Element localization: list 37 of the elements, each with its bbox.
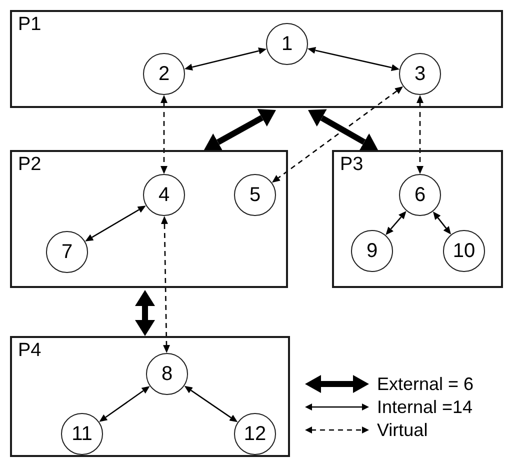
dashed-arrow	[160, 216, 170, 353]
box-label: P3	[340, 153, 364, 177]
arrow	[184, 47, 267, 71]
box-label: P1	[18, 13, 42, 37]
arrow	[99, 386, 150, 422]
node-number: 3	[414, 63, 426, 85]
node-number: 5	[249, 184, 261, 206]
node-number: 2	[158, 63, 170, 85]
node-number: 7	[61, 241, 73, 263]
thick-arrow	[135, 290, 155, 336]
partition-box	[10, 150, 288, 288]
node-number: 10	[452, 240, 476, 262]
partition-box	[10, 10, 503, 108]
legend-text: Internal =14	[377, 397, 473, 417]
dashed-arrow	[272, 86, 404, 183]
arrow	[432, 212, 452, 234]
arrow	[184, 386, 238, 422]
arrow	[386, 210, 406, 236]
legend-text: Virtual	[377, 420, 428, 440]
node-number: 11	[72, 423, 92, 445]
thick-arrow	[308, 109, 378, 151]
thick-arrow	[204, 109, 276, 151]
legend-text: External = 6	[377, 374, 474, 394]
box-label: P2	[18, 153, 42, 177]
dashed-arrow	[160, 95, 168, 174]
node-number: 8	[161, 363, 173, 385]
dashed-arrow	[416, 95, 424, 174]
box-label: P4	[18, 339, 42, 363]
node-number: 4	[158, 184, 170, 206]
arrow	[307, 46, 400, 72]
partition-box	[10, 336, 290, 457]
node-number: 6	[414, 184, 426, 206]
arrow	[85, 206, 146, 242]
node-number: 1	[281, 33, 293, 55]
node-number: 12	[244, 423, 266, 445]
node-number: 9	[366, 240, 378, 262]
partition-box	[332, 150, 503, 288]
